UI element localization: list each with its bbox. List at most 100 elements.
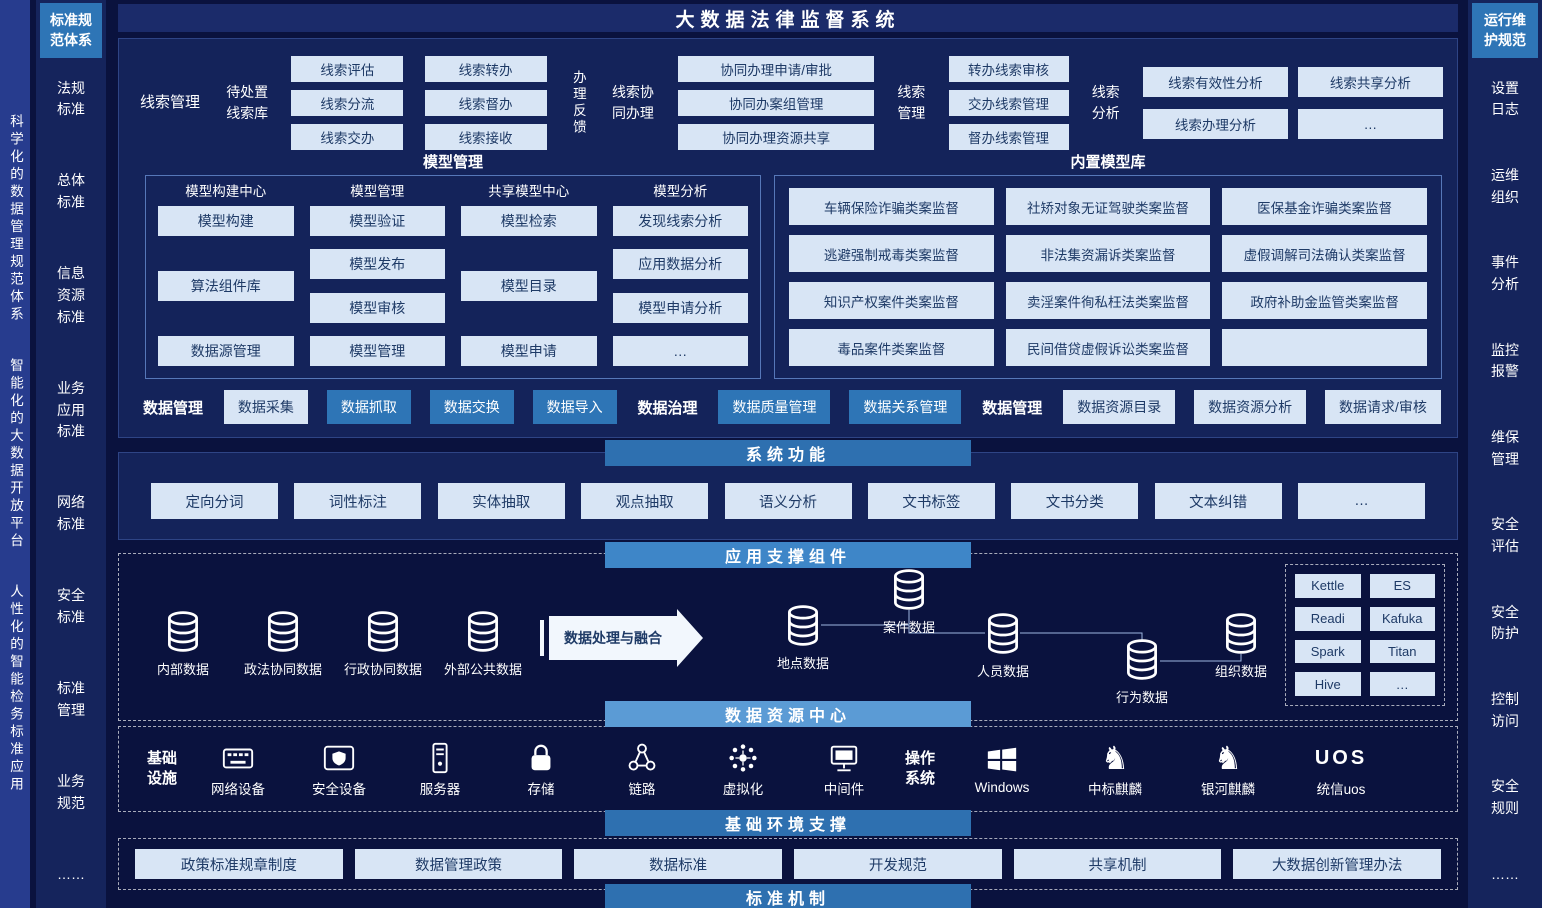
infra-item-label: 服务器: [419, 781, 461, 797]
library-box: 政府补助金监管类案监督: [1222, 282, 1427, 319]
model-column-share: 共享模型中心 模型检索模型目录模型申请: [457, 180, 601, 368]
database-label: 行为数据: [1115, 690, 1168, 705]
sidebar-item: 安全标准: [57, 587, 85, 625]
data-row-item: 数据请求/审核: [1325, 390, 1441, 424]
policy-box: 共享机制: [1013, 849, 1222, 879]
main-area: 大数据法律监督系统 线索管理 待处置线索库 线索评估线索分流线索交办 线索转办线…: [112, 0, 1464, 908]
clue-box: 协同办理资源共享: [678, 124, 875, 150]
standards-sidebar-title: 标准规范体系: [40, 3, 102, 58]
os-item-windows: Windows: [954, 743, 1050, 795]
system-function-box: 语义分析: [724, 483, 852, 519]
tech-component: Kafuka: [1369, 606, 1435, 631]
system-function-box: 文书分类: [1011, 483, 1139, 519]
model-column-header: 模型分析: [653, 184, 708, 199]
infrastructure-label: 基础设施: [146, 749, 177, 787]
model-box: 模型申请分析: [612, 292, 748, 323]
model-box: 模型管理: [309, 335, 445, 366]
library-box: 知识产权案件类案监督: [789, 282, 994, 319]
model-library-title: 内置模型库: [1070, 154, 1146, 171]
clue-col-transfer: 线索转办线索督办线索接收: [424, 56, 547, 150]
standards-sidebar-items: 法规标准总体标准信息资源标准业务应用标准网络标准安全标准标准管理业务规范……: [36, 58, 106, 900]
system-function-box: 文本纠错: [1154, 483, 1282, 519]
sidebar-item: 设置日志: [1491, 79, 1519, 118]
data-row-item: 数据治理: [637, 399, 698, 417]
app-support-panel: 内部数据 政法协同数据 行政协同数据 外部公共数据: [118, 553, 1458, 721]
clue-box: 协同办案组管理: [678, 90, 875, 116]
banner-line-2: 智能化的大数据开放平台: [8, 357, 23, 551]
model-box: 模型检索: [461, 206, 597, 236]
model-management-area: 模型管理 模型构建中心 模型构建算法组件库数据源管理 模型管理 模型验证模型发布…: [145, 151, 761, 379]
data-row-item: 数据资源目录: [1063, 390, 1176, 424]
result-database: 人员数据: [961, 612, 1045, 680]
policy-box: 大数据创新管理办法: [1233, 849, 1442, 879]
database-icon: [1124, 638, 1160, 682]
app-support-header: 应用支撑组件: [605, 542, 971, 568]
model-box: 模型验证: [309, 206, 445, 236]
clue-management-row: 线索管理 待处置线索库 线索评估线索分流线索交办 线索转办线索督办线索接收 办理…: [137, 53, 1443, 153]
clue-analysis-box: …: [1297, 109, 1443, 139]
link-nodes-icon: [628, 743, 656, 770]
clue-box: 线索转办: [424, 56, 547, 82]
library-box: 逃避强制戒毒类案监督: [789, 235, 994, 272]
model-box: 模型目录: [461, 271, 597, 301]
result-database: 案件数据: [867, 568, 951, 636]
os-item-kylinos: ♞ 银河麒麟: [1180, 741, 1276, 798]
sidebar-item: ……: [1491, 865, 1519, 882]
clue-manage-label: 线索管理: [139, 93, 200, 111]
page-title: 大数据法律监督系统: [118, 4, 1458, 32]
library-box: 非法集资漏诉类案监督: [1005, 235, 1211, 272]
clue-col-audit: 转办线索审核交办线索管理督办线索管理: [948, 56, 1069, 150]
clue-collaboration-label: 线索协同办理: [611, 84, 654, 121]
pending-clue-pool-label: 待处置线索库: [226, 84, 269, 121]
middleware-monitor-icon: [830, 745, 858, 771]
system-function-box: …: [1298, 483, 1425, 519]
data-row-item: 数据采集: [223, 390, 308, 424]
os-item-label: Windows: [974, 780, 1030, 795]
kylin-horse-icon: ♞: [1213, 739, 1243, 776]
banner-line-3: 人性化的智能检务标准应用: [8, 584, 23, 795]
system-functions-boxes: 定向分词词性标注实体抽取观点抽取语义分析文书标签文书分类文本纠错…: [151, 483, 1425, 519]
model-box: …: [612, 335, 748, 366]
data-row-item: 数据导入: [532, 390, 617, 424]
data-management-row: 数据管理数据采集数据抓取数据交换数据导入数据治理数据质量管理数据关系管理数据管理…: [141, 389, 1441, 425]
model-box: 应用数据分析: [612, 249, 748, 280]
tech-component: ES: [1369, 574, 1435, 598]
policy-box: 开发规范: [794, 849, 1002, 879]
sidebar-item: 安全规则: [1491, 778, 1519, 817]
system-functions-panel: 定向分词词性标注实体抽取观点抽取语义分析文书标签文书分类文本纠错…: [118, 452, 1458, 540]
clue-box: 督办线索管理: [948, 124, 1069, 150]
sidebar-item: 事件分析: [1491, 254, 1519, 292]
infra-item-label: 网络设备: [211, 781, 265, 797]
database-icon: [891, 568, 927, 612]
fusion-arrow-label: 数据处理与融合: [564, 630, 662, 646]
security-device-icon: [323, 745, 355, 770]
virtualization-icon: [729, 743, 757, 772]
sidebar-item: 标准管理: [57, 680, 85, 718]
os-item-neokylin: ♞ 中标麒麟: [1067, 741, 1163, 798]
data-row-item: 数据质量管理: [718, 390, 831, 424]
library-box: 卖淫案件徇私枉法类案监督: [1005, 282, 1211, 319]
banner-line-1: 科学化的数据管理规范体系: [8, 113, 23, 324]
result-databases: 地点数据 案件数据 人员数据 行为数据: [119, 554, 1457, 720]
operations-sidebar: 运行维护规范 设置日志运维组织事件分析监控报警维保管理安全评估安全防护控制访问安…: [1468, 0, 1542, 908]
tech-component: Readi: [1295, 606, 1361, 631]
uos-logo: UOS: [1314, 746, 1368, 769]
clue-box: 协同办理申请/审批: [678, 56, 875, 82]
system-function-box: 文书标签: [867, 483, 995, 519]
standard-mechanism-header: 标准机制: [605, 884, 971, 908]
data-row-item: 数据管理: [982, 399, 1043, 417]
clue-col-collaboration: 协同办理申请/审批协同办案组管理协同办理资源共享: [678, 56, 875, 150]
infra-item-middleware: 中间件: [802, 741, 886, 798]
model-box: 发现线索分析: [612, 206, 748, 236]
network-device-icon: [222, 748, 254, 768]
storage-icon: [531, 744, 551, 770]
database-label: 内部数据: [156, 662, 209, 677]
sidebar-item: 监控报警: [1491, 341, 1519, 380]
data-center-header: 数据资源中心: [605, 701, 971, 727]
sidebar-item: 维保管理: [1491, 429, 1519, 467]
tech-component: Titan: [1369, 639, 1435, 664]
tech-component: Spark: [1295, 639, 1361, 664]
model-box: 模型发布: [309, 249, 445, 280]
system-function-box: 词性标注: [294, 483, 422, 519]
